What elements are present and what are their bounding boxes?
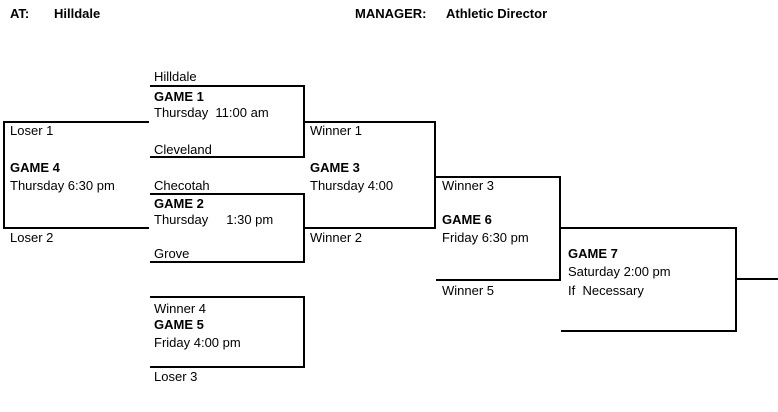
- game4-bottom-team: Loser 2: [10, 230, 54, 245]
- game2-right-line: [303, 193, 305, 263]
- game6-right-line: [559, 176, 561, 281]
- game5-right-line: [303, 296, 305, 368]
- game1-title: GAME 1: [154, 89, 204, 104]
- game1-bottom-team: Cleveland: [154, 142, 212, 157]
- game5-bottom-line: [150, 366, 305, 368]
- game7-title: GAME 7: [568, 246, 618, 261]
- game1-right-line: [303, 85, 305, 158]
- game4-bottom-line: [3, 227, 149, 229]
- game7-time: Saturday 2:00 pm: [568, 264, 671, 279]
- manager-label: MANAGER:: [355, 6, 427, 21]
- game1-bottom-line: [150, 156, 305, 158]
- game1-top-line: [150, 85, 305, 87]
- game5-top-line: [150, 296, 305, 298]
- game1-top-team: Hilldale: [154, 69, 197, 84]
- game5-top-team: Winner 4: [154, 301, 207, 316]
- manager-value: Athletic Director: [446, 6, 548, 21]
- location-value: Hilldale: [54, 6, 101, 21]
- game2-top-line: [150, 193, 305, 195]
- game1-time: Thursday 11:00 am: [154, 105, 269, 120]
- game2-bottom-team: Grove: [154, 246, 190, 261]
- game3-top-team: Winner 1: [310, 123, 363, 138]
- game6-bottom-team: Winner 5: [442, 283, 495, 298]
- game6-bottom-line: [436, 279, 561, 281]
- game7-right-line: [735, 227, 737, 332]
- game4-time: Thursday 6:30 pm: [10, 178, 115, 193]
- game4-title: GAME 4: [10, 160, 60, 175]
- game3-time: Thursday 4:00: [310, 178, 394, 193]
- game5-time: Friday 4:00 pm: [154, 335, 241, 350]
- game7-note: If Necessary: [568, 283, 644, 298]
- game4-top-line: [3, 121, 149, 123]
- game4-top-team: Loser 1: [10, 123, 54, 138]
- game3-top-line: [305, 121, 436, 123]
- game5-title: GAME 5: [154, 317, 204, 332]
- game2-top-team: Checotah: [154, 178, 210, 193]
- game7-bottom-line: [561, 330, 737, 332]
- game6-time: Friday 6:30 pm: [442, 230, 529, 245]
- game3-right-line: [434, 121, 436, 229]
- game6-top-team: Winner 3: [442, 178, 495, 193]
- champion-line: [737, 278, 778, 280]
- game5-bottom-team: Loser 3: [154, 369, 198, 384]
- game4-left-line: [3, 121, 5, 229]
- game2-time: Thursday 1:30 pm: [154, 212, 274, 227]
- game2-title: GAME 2: [154, 196, 204, 211]
- game7-top-line: [561, 227, 737, 229]
- game3-title: GAME 3: [310, 160, 360, 175]
- game3-bottom-line: [305, 227, 436, 229]
- game6-title: GAME 6: [442, 212, 492, 227]
- game3-bottom-team: Winner 2: [310, 230, 363, 245]
- game6-top-line: [436, 176, 561, 178]
- game2-bottom-line: [150, 261, 305, 263]
- at-label: AT:: [10, 6, 30, 21]
